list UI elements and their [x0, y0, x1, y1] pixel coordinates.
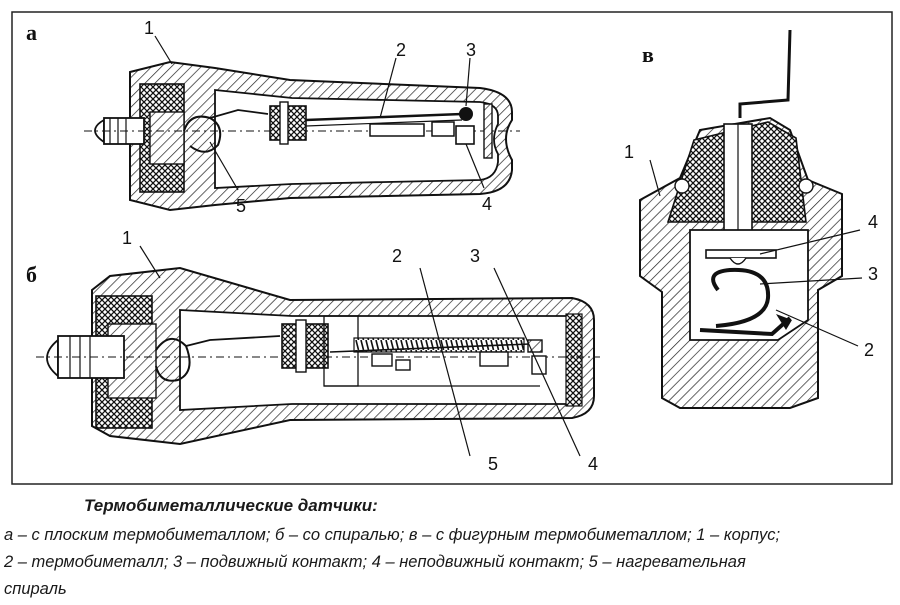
panel-a-callout-3: 3	[466, 40, 476, 60]
caption-title: Термобиметаллические датчики:	[84, 496, 378, 515]
panel-b: б 1 2 3 5 4	[26, 228, 600, 474]
panel-b-letter: б	[26, 262, 37, 287]
panel-a: а 1 2 3	[26, 18, 520, 216]
panel-v-fixed-contact	[705, 249, 777, 259]
caption-line-2: 2 – термобиметалл; 3 – подвижный контакт…	[4, 553, 746, 571]
panel-v-callout-3: 3	[868, 264, 878, 284]
panel-v-letter: в	[642, 42, 654, 67]
caption-body: а – с плоским термобиметаллом; б – со сп…	[4, 522, 896, 603]
panel-v-callout-2: 2	[864, 340, 874, 360]
caption-line-1: а – с плоским термобиметаллом; б – со сп…	[4, 526, 781, 544]
panel-b-callout-1: 1	[122, 228, 132, 248]
panel-a-moving-contact	[459, 107, 473, 121]
panel-v-callout-4: 4	[868, 212, 878, 232]
panel-v-callout-1: 1	[624, 142, 634, 162]
panel-a-callout-4: 4	[482, 194, 492, 214]
panel-b-callout-2: 2	[392, 246, 402, 266]
panel-b-callout-4: 4	[588, 454, 598, 474]
panel-a-bimetal	[305, 112, 463, 122]
panel-a-callout-1: 1	[144, 18, 154, 38]
panel-b-callout-3: 3	[470, 246, 480, 266]
panel-a-fixed-contact	[455, 125, 475, 145]
sensor-diagram: а 1 2 3	[11, 11, 893, 485]
panel-a-callout-5: 5	[236, 196, 246, 216]
caption-line-3: спираль	[4, 580, 67, 598]
figure-frame	[11, 11, 893, 485]
panel-a-letter: а	[26, 20, 37, 45]
panel-b-callout-5: 5	[488, 454, 498, 474]
panel-a-callout-2: 2	[396, 40, 406, 60]
panel-b-terminal	[46, 338, 59, 378]
panel-v: в 1 4 3 2	[624, 29, 878, 409]
panel-v-bimetal	[711, 267, 771, 328]
